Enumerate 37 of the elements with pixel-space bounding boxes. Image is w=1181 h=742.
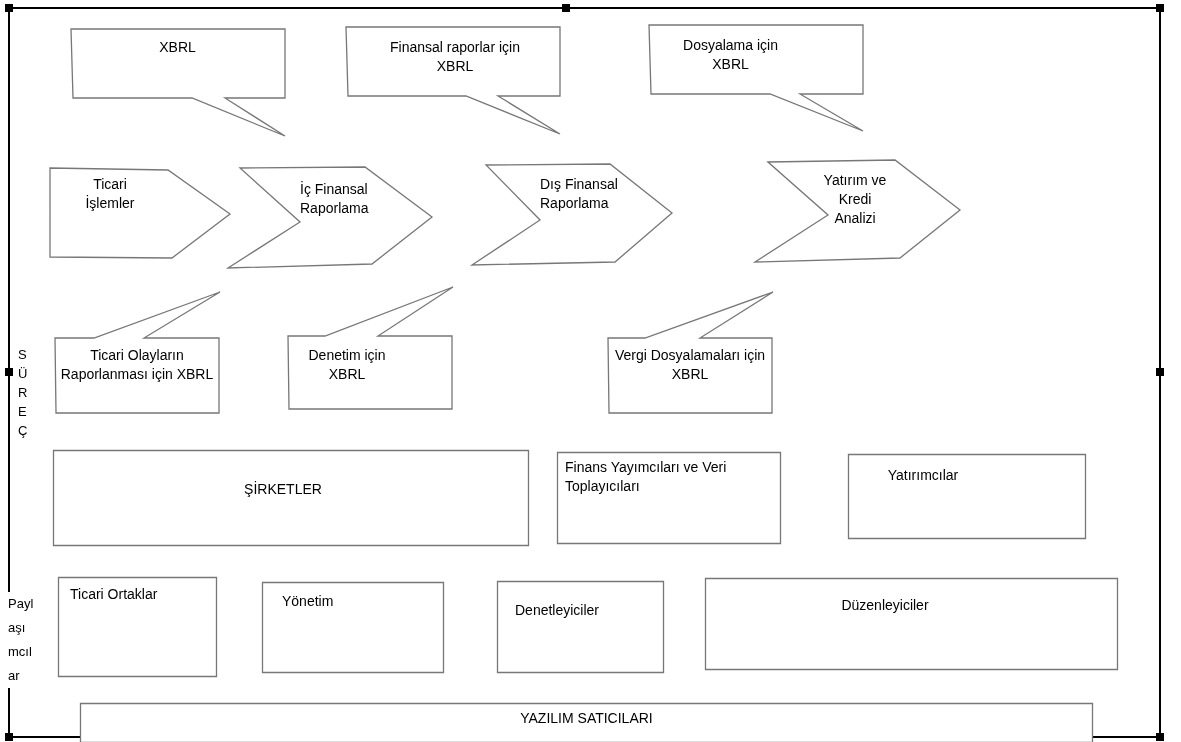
process-box	[497, 581, 664, 673]
process-box	[848, 454, 1086, 539]
process-box	[262, 582, 444, 673]
node-label: Ticari Olayların Raporlanması için XBRL	[59, 346, 215, 384]
speech-bubble	[648, 24, 866, 134]
node-label: Ticari Ortaklar	[70, 585, 159, 604]
speech-bubble	[70, 28, 288, 138]
node-label: Vergi Dosyalamaları için XBRL	[613, 346, 767, 384]
process-step-shape	[472, 163, 674, 267]
process-box	[80, 703, 1093, 742]
node-label: ŞİRKETLER	[243, 480, 323, 499]
node-label: Ticari İşlemler	[84, 175, 136, 213]
node-label: Yatırım ve Kredi Analizi	[822, 171, 888, 228]
node-label: Dosyalama için XBRL	[682, 36, 779, 74]
speech-bubble	[54, 291, 222, 414]
process-box	[53, 450, 529, 546]
node-label: XBRL	[158, 38, 197, 57]
speech-bubble	[345, 26, 563, 136]
node-label: Finans Yayımcıları ve Veri Toplayıcıları	[565, 458, 728, 496]
process-box	[705, 578, 1118, 670]
node-label: Finansal raporlar için XBRL	[389, 38, 521, 76]
process-box	[58, 577, 217, 677]
node-label: Düzenleyiciler	[840, 596, 930, 615]
node-label: Denetleyiciler	[515, 601, 601, 620]
node-label: Yönetim	[282, 592, 335, 611]
side-label: Paylaşımcılar	[8, 592, 36, 688]
process-step-shape	[228, 166, 434, 270]
node-label: Dış Finansal Raporlama	[540, 175, 619, 213]
process-box	[557, 452, 781, 544]
process-step-shape	[50, 167, 232, 260]
node-label: Denetim için XBRL	[307, 346, 387, 384]
node-label: Yatırımcılar	[886, 466, 960, 485]
speech-bubble	[607, 291, 775, 414]
node-label: YAZILIM SATICILARI	[519, 709, 654, 728]
process-step-shape	[755, 159, 962, 264]
node-label: İç Finansal Raporlama	[300, 180, 370, 218]
speech-bubble	[287, 286, 455, 410]
